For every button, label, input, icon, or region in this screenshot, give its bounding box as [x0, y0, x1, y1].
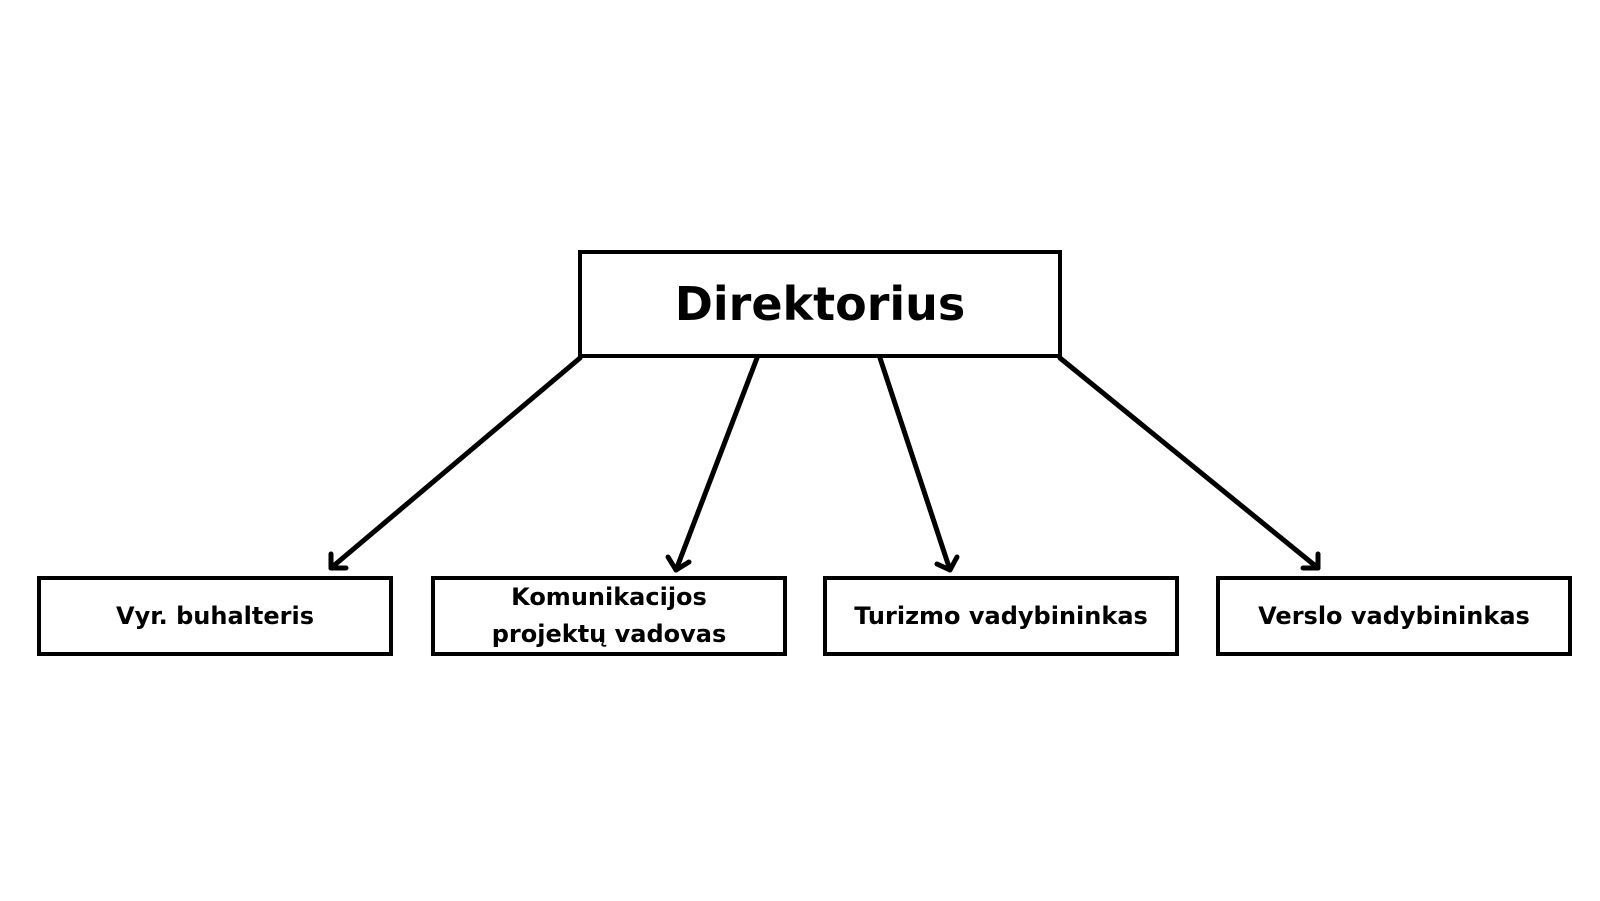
- node-vyr-buhalteris: Vyr. buhalteris: [37, 576, 393, 656]
- node-komunikacijos-projektu-vadovas-label: Komunikacijos projektų vadovas: [491, 583, 727, 648]
- node-komunikacijos-projektu-vadovas: Komunikacijos projektų vadovas: [431, 576, 787, 656]
- arrow-to-verslo-vadybininkas: [1057, 355, 1321, 571]
- arrow-to-turizmo-vadybininkas: [877, 355, 960, 573]
- node-direktorius-label: Direktorius: [674, 277, 966, 331]
- node-turizmo-vadybininkas-label: Turizmo vadybininkas: [854, 601, 1148, 630]
- arrow-to-vyr-buhalteris: [328, 355, 583, 571]
- node-turizmo-vadybininkas: Turizmo vadybininkas: [823, 576, 1179, 656]
- node-verslo-vadybininkas-label: Verslo vadybininkas: [1258, 601, 1530, 630]
- arrow-to-komunikacijos-projektu-vadovas: [665, 355, 760, 573]
- node-direktorius: Direktorius: [578, 250, 1062, 358]
- node-vyr-buhalteris-label: Vyr. buhalteris: [116, 601, 314, 630]
- node-verslo-vadybininkas: Verslo vadybininkas: [1216, 576, 1572, 656]
